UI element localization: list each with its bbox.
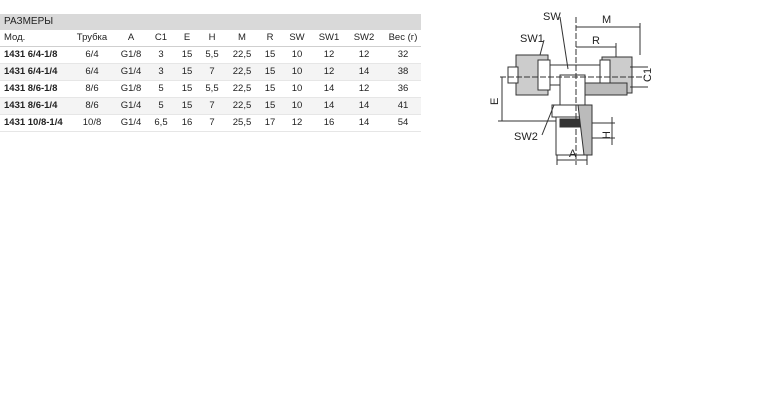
table-cell: 14	[358, 117, 370, 128]
table-cell: Мод.	[4, 32, 26, 43]
fitting-drawing: SW M SW1 R C1 E SW2 H A	[489, 11, 654, 165]
table-cell: 10	[291, 66, 303, 77]
table-cell: 5,5	[205, 83, 219, 94]
table-cell: A	[127, 32, 135, 43]
label-sw2: SW2	[514, 131, 538, 143]
label-a: A	[569, 148, 577, 160]
table-cell: 7	[209, 66, 215, 77]
table-cell: 10	[291, 83, 303, 94]
table-cell: Трубка	[76, 32, 108, 43]
table-cell: 17	[264, 117, 276, 128]
table-cell: 25,5	[232, 117, 252, 128]
table-cell: 16	[323, 117, 335, 128]
table-cell: 10/8	[82, 117, 102, 128]
table-cell: 1431 10/8-1/4	[4, 117, 63, 128]
table-cell: 12	[358, 83, 370, 94]
table-cell: 14	[358, 100, 370, 111]
table-cell: 1431 8/6-1/8	[4, 83, 58, 94]
table-cell: 12	[291, 117, 303, 128]
table-row: 1431 8/6-1/8 8/6 G1/8 5 15 5,5 22,5 15 10 14 12 36	[0, 81, 421, 98]
label-sw1: SW1	[520, 33, 544, 45]
table-cell: G1/4	[120, 66, 142, 77]
table-cell: 22,5	[232, 49, 252, 60]
table-cell: 22,5	[232, 66, 252, 77]
table-cell: 7	[209, 100, 215, 111]
table-cell: 8/6	[85, 100, 99, 111]
table-cell: 15	[264, 49, 276, 60]
table-cell: 7	[209, 117, 215, 128]
table-cell: Вес (г)	[388, 32, 418, 43]
table-row: 1431 6/4-1/8 6/4 G1/8 3 15 5,5 22,5 15 10 12 12 32	[0, 47, 421, 64]
table-header-row: Мод. Трубка A C1 E H M R SW SW1 SW2 Вес (г)	[0, 30, 421, 47]
dimensions-table: РАЗМЕРЫ Мод. Трубка A C1 E H M R SW SW1 SW2 Вес (г)…	[0, 14, 421, 132]
table-row: 1431 10/8-1/4 10/8 G1/4 6,5 16 7 25,5 17 12 16 14 5…	[0, 115, 421, 132]
label-h: H	[601, 131, 613, 139]
table-cell: SW2	[353, 32, 375, 43]
table-cell: 1431 8/6-1/4	[4, 100, 58, 111]
table-cell: 15	[181, 66, 193, 77]
table-cell: 32	[397, 49, 409, 60]
table-cell: 15	[181, 49, 193, 60]
table-cell: 41	[397, 100, 409, 111]
table-row: 1431 6/4-1/4 6/4 G1/4 3 15 7 22,5 15 10 12 14 38	[0, 64, 421, 81]
table-row: 1431 8/6-1/4 8/6 G1/4 5 15 7 22,5 15 10 14 14 41	[0, 98, 421, 115]
table-cell: 15	[264, 66, 276, 77]
label-e: E	[489, 98, 501, 105]
table-cell: 14	[323, 83, 335, 94]
table-cell: 14	[358, 66, 370, 77]
table-cell: 12	[323, 66, 335, 77]
label-c1: C1	[642, 68, 654, 82]
table-cell: SW	[289, 32, 305, 43]
table-cell: M	[238, 32, 246, 43]
table-cell: 15	[181, 100, 193, 111]
table-cell: 1431 6/4-1/8	[4, 49, 58, 60]
table-cell: 12	[323, 49, 335, 60]
table-cell: 14	[323, 100, 335, 111]
table-cell: 15	[264, 83, 276, 94]
table-cell: 8/6	[85, 83, 99, 94]
table-cell: G1/4	[120, 117, 142, 128]
table-cell: 54	[397, 117, 409, 128]
table-title: РАЗМЕРЫ	[0, 14, 421, 30]
label-sw: SW	[543, 11, 561, 23]
table-cell: 5	[158, 100, 164, 111]
table-cell: 5,5	[205, 49, 219, 60]
table-cell: 16	[181, 117, 193, 128]
table-cell: 5	[158, 83, 164, 94]
table-cell: 22,5	[232, 100, 252, 111]
table-cell: G1/8	[120, 49, 142, 60]
table-cell: R	[266, 32, 274, 43]
table-cell: 15	[264, 100, 276, 111]
table-cell: 15	[181, 83, 193, 94]
table-cell: 38	[397, 66, 409, 77]
table-cell: H	[208, 32, 216, 43]
table-cell: 22,5	[232, 83, 252, 94]
table-cell: E	[183, 32, 191, 43]
table-cell: 36	[397, 83, 409, 94]
table-cell: 3	[158, 66, 164, 77]
table-cell: SW1	[318, 32, 340, 43]
table-cell: 6,5	[154, 117, 168, 128]
table-cell: G1/4	[120, 100, 142, 111]
label-m: M	[602, 14, 611, 26]
table-cell: C1	[154, 32, 168, 43]
table-cell: 6/4	[85, 66, 99, 77]
table-cell: G1/8	[120, 83, 142, 94]
table-cell: 10	[291, 100, 303, 111]
label-r: R	[592, 35, 600, 47]
table-cell: 12	[358, 49, 370, 60]
table-cell: 6/4	[85, 49, 99, 60]
table-cell: 1431 6/4-1/4	[4, 66, 58, 77]
table-cell: 3	[158, 49, 164, 60]
table-cell: 10	[291, 49, 303, 60]
